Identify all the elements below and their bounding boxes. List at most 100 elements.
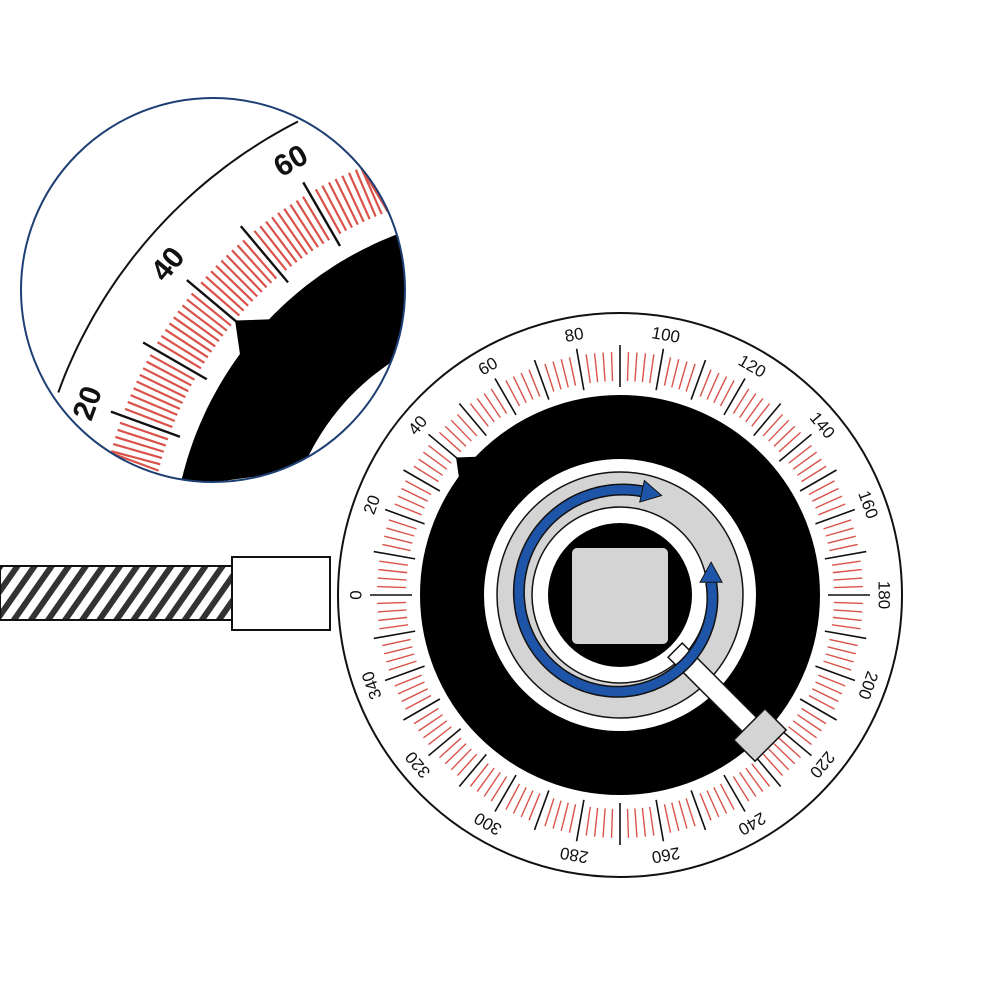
minor-tick bbox=[115, 435, 165, 453]
minor-tick bbox=[568, 804, 577, 833]
minor-tick bbox=[792, 720, 818, 739]
minor-tick bbox=[505, 783, 521, 810]
minor-tick bbox=[823, 519, 852, 530]
minor-tick bbox=[177, 310, 220, 343]
minor-tick bbox=[289, 204, 319, 248]
minor-tick bbox=[388, 519, 417, 530]
minor-tick bbox=[168, 322, 213, 353]
minor-tick bbox=[386, 527, 415, 537]
minor-tick bbox=[732, 776, 750, 802]
minor-tick bbox=[490, 388, 508, 414]
minor-tick bbox=[360, 167, 383, 215]
black-ring bbox=[420, 395, 820, 795]
minor-tick bbox=[699, 793, 712, 821]
minor-tick bbox=[394, 503, 422, 516]
minor-tick bbox=[815, 495, 843, 509]
minor-tick bbox=[321, 185, 348, 232]
minor-tick bbox=[671, 359, 680, 388]
wrench-handle bbox=[0, 556, 331, 631]
minor-tick bbox=[413, 707, 439, 725]
minor-tick bbox=[386, 653, 415, 663]
minor-tick bbox=[397, 495, 425, 509]
minor-tick bbox=[626, 808, 630, 838]
minor-tick bbox=[302, 196, 331, 241]
major-tick bbox=[799, 469, 837, 492]
minor-tick bbox=[762, 753, 784, 777]
minor-tick bbox=[231, 249, 268, 289]
major-tick bbox=[403, 698, 441, 721]
major-tick bbox=[186, 279, 244, 329]
minor-tick bbox=[422, 451, 448, 470]
minor-tick bbox=[354, 169, 377, 217]
minor-tick bbox=[713, 787, 728, 814]
minor-tick bbox=[719, 380, 735, 407]
minor-tick bbox=[142, 367, 189, 393]
black-ring bbox=[180, 233, 405, 482]
minor-tick bbox=[829, 638, 858, 647]
minor-tick bbox=[377, 601, 407, 605]
minor-tick bbox=[751, 763, 771, 787]
minor-tick bbox=[384, 646, 413, 655]
minor-tick bbox=[593, 353, 599, 383]
minor-tick bbox=[295, 200, 325, 245]
minor-tick bbox=[139, 373, 186, 399]
minor-tick bbox=[827, 535, 856, 544]
minor-tick bbox=[259, 225, 293, 267]
minor-tick bbox=[520, 372, 534, 400]
minor-tick bbox=[713, 376, 728, 403]
minor-tick bbox=[181, 304, 224, 337]
minor-tick bbox=[768, 419, 790, 442]
square-drive bbox=[572, 548, 668, 644]
minor-tick bbox=[428, 726, 452, 746]
minor-tick bbox=[520, 790, 534, 818]
major-tick bbox=[799, 698, 837, 721]
minor-tick bbox=[242, 239, 278, 280]
minor-tick bbox=[277, 212, 309, 256]
minor-tick bbox=[136, 380, 184, 404]
minor-tick bbox=[253, 230, 288, 271]
dial-label: 0 bbox=[347, 590, 366, 599]
minor-tick bbox=[833, 609, 863, 613]
minor-tick bbox=[384, 535, 413, 544]
minor-tick bbox=[379, 624, 409, 630]
minor-tick bbox=[585, 806, 591, 836]
minor-tick bbox=[762, 413, 784, 437]
major-tick bbox=[690, 790, 707, 831]
minor-tick bbox=[160, 334, 205, 364]
minor-tick bbox=[334, 178, 359, 226]
minor-tick bbox=[405, 480, 432, 496]
minor-tick bbox=[341, 175, 365, 223]
major-tick bbox=[302, 181, 342, 247]
major-tick bbox=[815, 665, 856, 682]
minor-tick bbox=[818, 503, 846, 516]
minor-tick bbox=[505, 380, 521, 407]
minor-tick bbox=[699, 369, 712, 397]
minor-tick bbox=[739, 393, 757, 418]
minor-tick bbox=[833, 601, 863, 605]
minor-tick bbox=[378, 568, 408, 574]
minor-tick bbox=[678, 361, 688, 390]
major-tick bbox=[655, 348, 665, 391]
minor-tick bbox=[220, 259, 258, 298]
minor-tick bbox=[778, 737, 802, 759]
minor-tick bbox=[377, 577, 407, 581]
major-tick bbox=[575, 799, 585, 842]
minor-tick bbox=[788, 444, 812, 464]
minor-tick bbox=[283, 208, 314, 252]
minor-tick bbox=[560, 359, 569, 388]
minor-tick bbox=[832, 616, 862, 622]
minor-tick bbox=[602, 352, 606, 382]
arrowhead-icon bbox=[639, 479, 663, 503]
major-tick bbox=[373, 630, 416, 640]
minor-tick bbox=[438, 431, 462, 453]
minor-tick bbox=[314, 188, 342, 235]
minor-tick bbox=[200, 281, 241, 317]
minor-tick bbox=[751, 403, 771, 427]
minor-tick bbox=[678, 800, 688, 829]
minor-tick bbox=[706, 790, 720, 818]
minor-tick bbox=[552, 361, 562, 390]
minor-tick bbox=[797, 714, 822, 732]
arrowhead-icon bbox=[699, 561, 723, 583]
minor-tick bbox=[544, 363, 555, 392]
